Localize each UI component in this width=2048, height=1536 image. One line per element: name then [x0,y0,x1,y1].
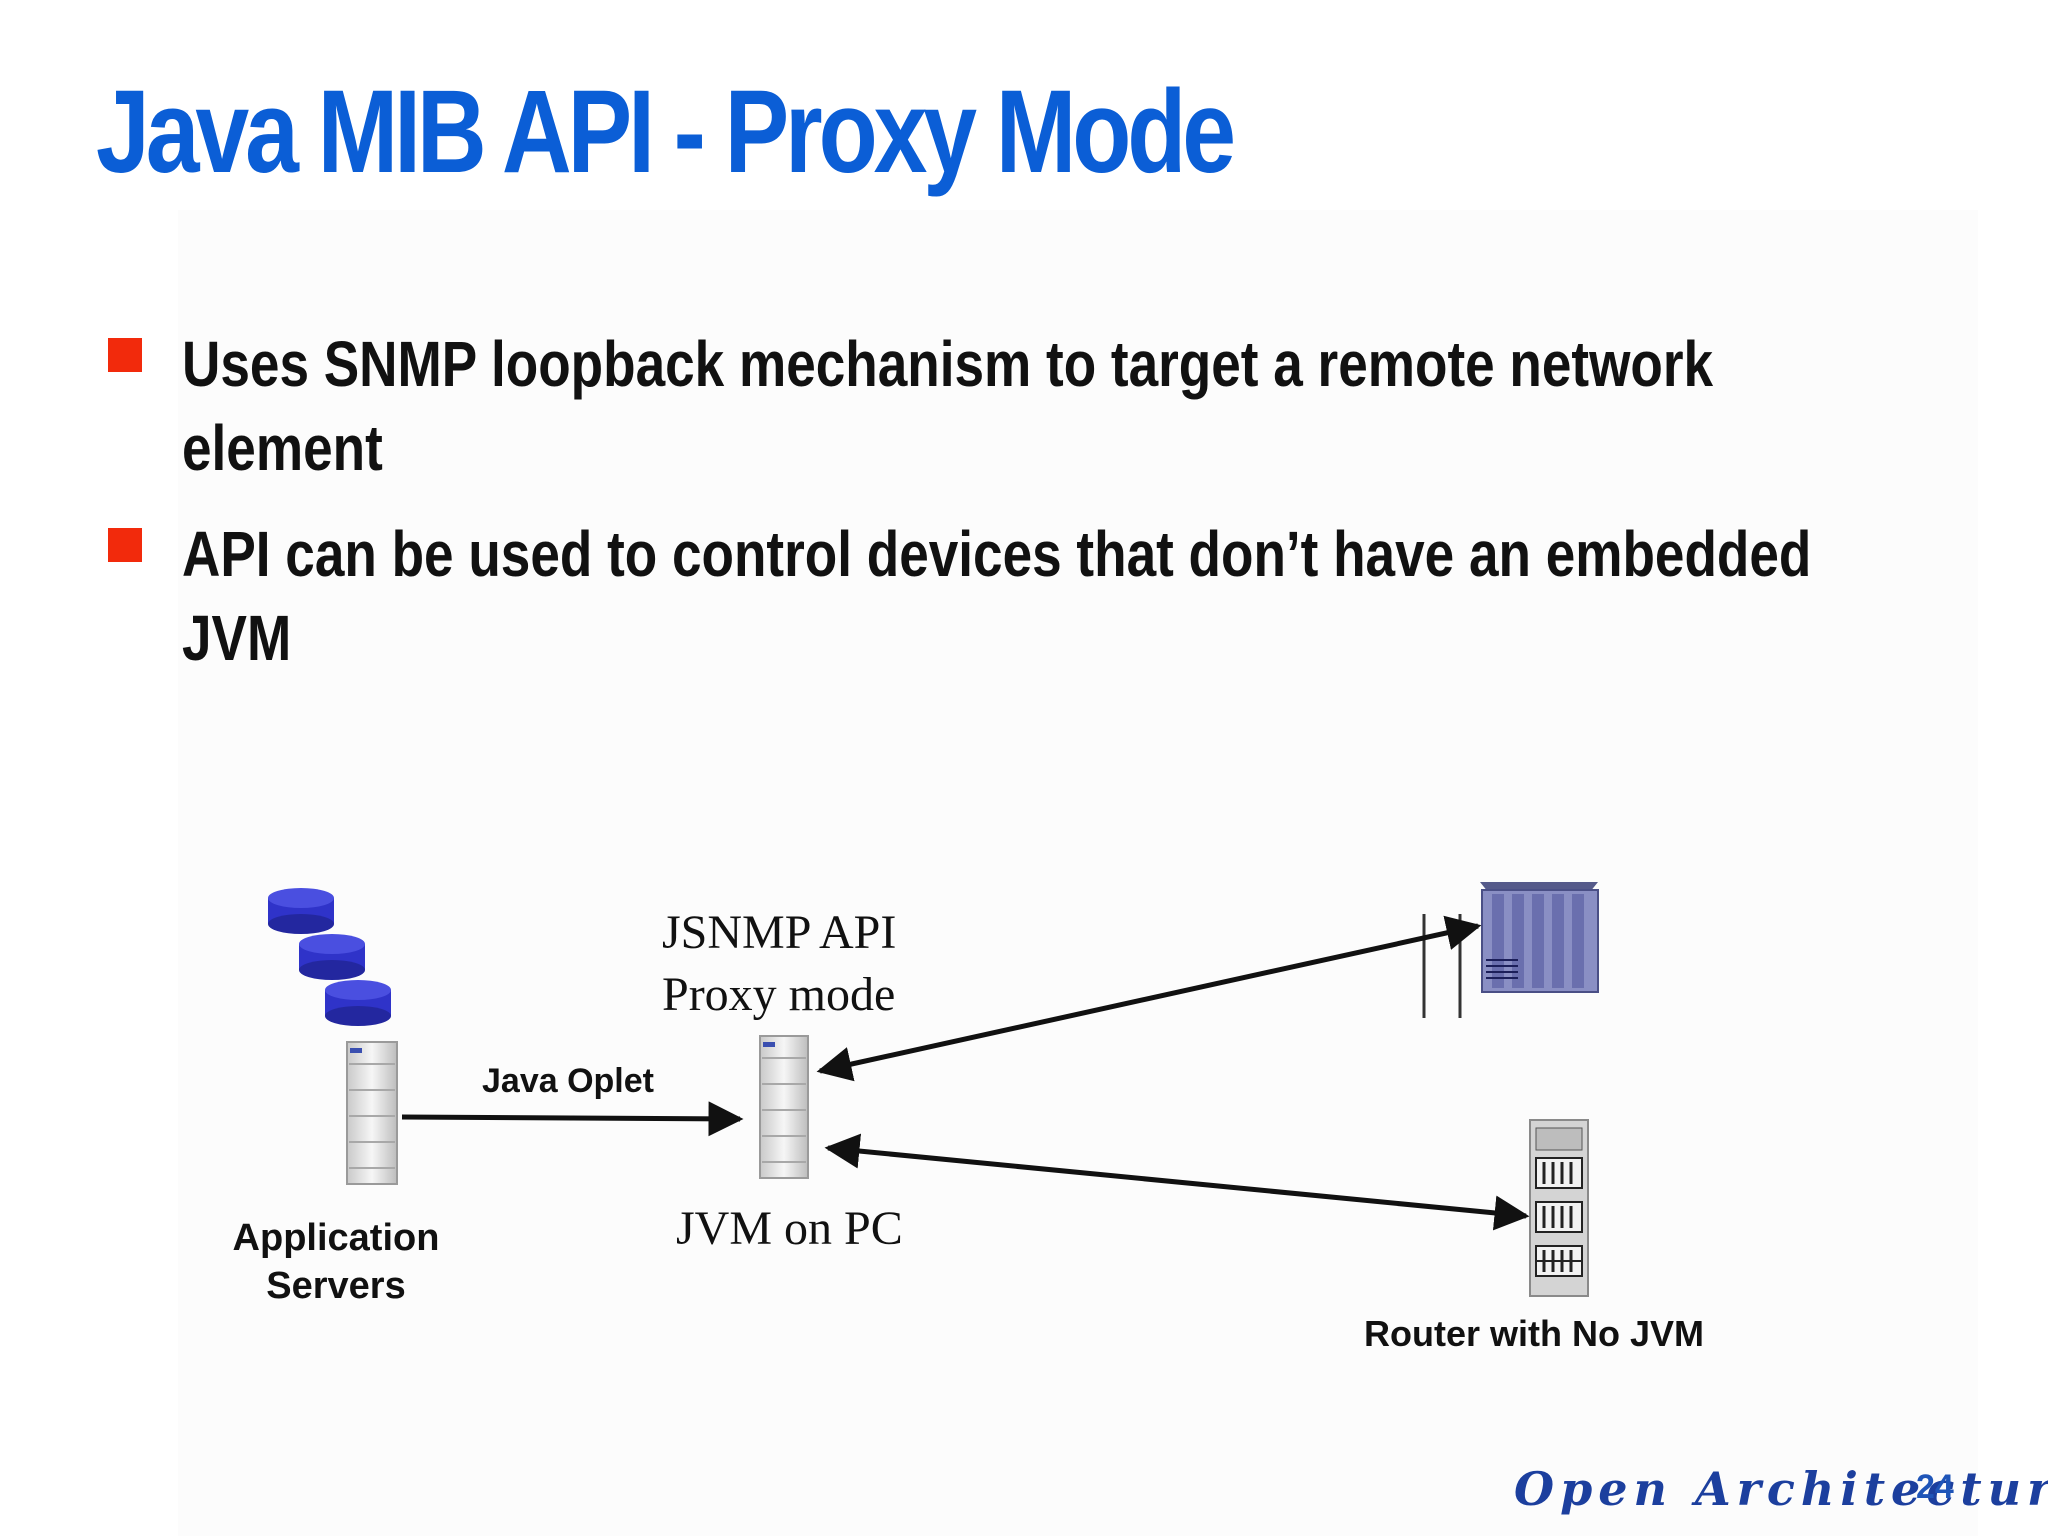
slide-title: Java MIB API - Proxy Mode [96,66,1236,198]
footer-brand-logo: Open Architecture [1514,1462,2048,1516]
oplet-arrow [401,1101,744,1137]
bullet-2-line-2: JVM [182,602,292,674]
jvm-label: JVM on PC [676,1202,903,1255]
router-label: Router with No JVM [1364,1313,1704,1354]
oplet-label: Java Oplet [482,1062,654,1100]
router-link-arrow [824,1133,1530,1231]
router-rack-icon [1529,1119,1589,1297]
slide-background-panel [178,210,1978,1536]
bullet-1-line-2: element [182,412,383,484]
server-tower-icon [346,1041,398,1185]
app-servers-label-line-2: Servers [266,1265,405,1307]
bullet-2-line-1: API can be used to control devices that … [182,518,1812,590]
pc-tower-icon [759,1035,809,1179]
database-icon [268,888,391,1026]
api-label-line-2: Proxy mode [662,968,895,1021]
bullet-marker-1 [108,338,142,372]
api-label-line-1: JSNMP API [662,906,896,959]
switch-link-arrow [816,915,1482,1082]
page-number: 24 [1916,1468,1954,1506]
bullet-1-line-1: Uses SNMP loopback mechanism to target a… [182,328,1714,400]
network-switch-icon [1422,882,1599,1018]
bullet-marker-2 [108,528,142,562]
app-servers-label-line-1: Application [233,1217,440,1259]
